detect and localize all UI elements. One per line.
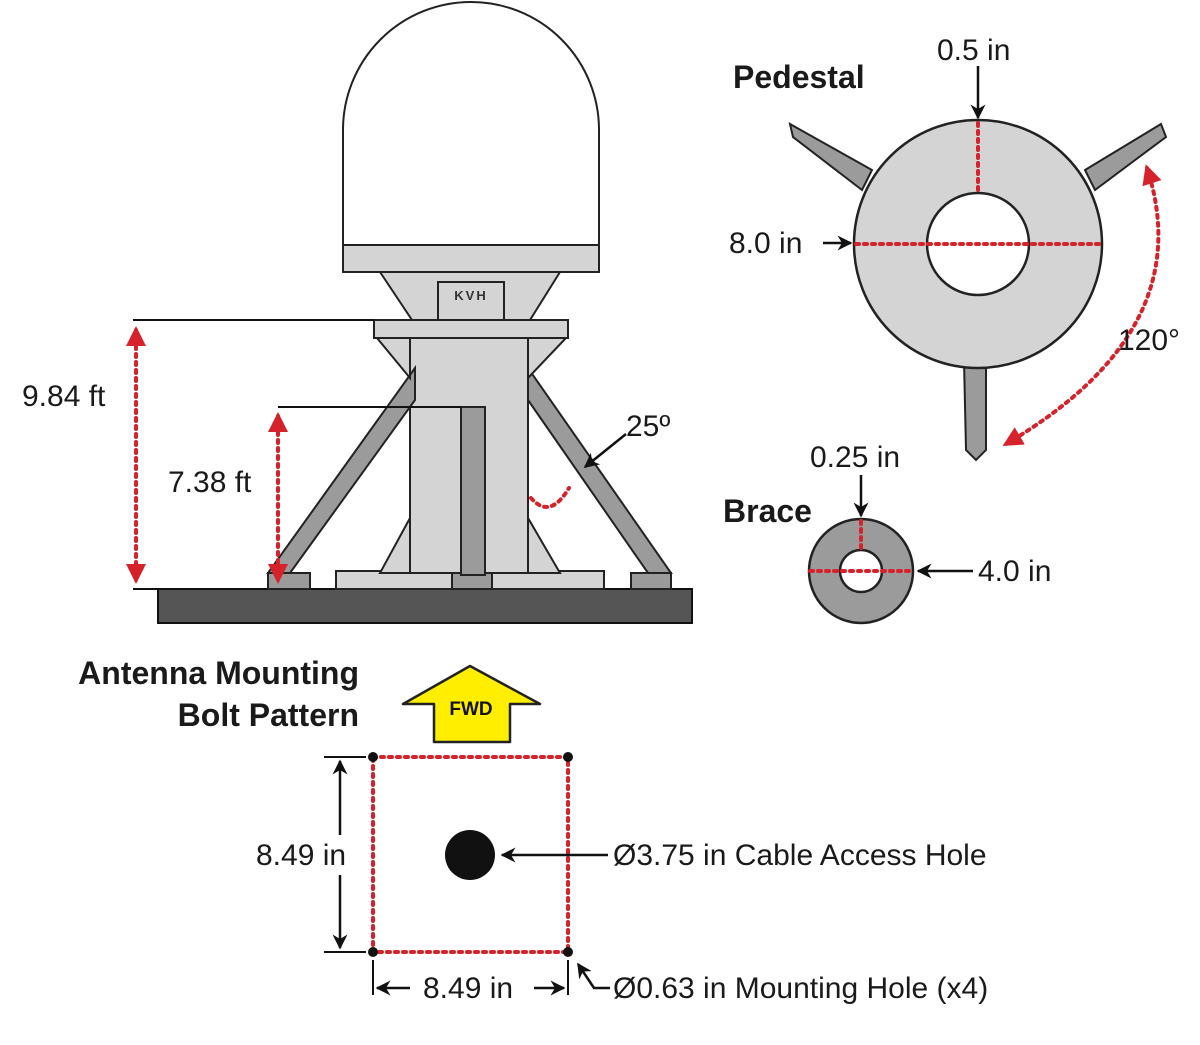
bolt-height-label-bg <box>250 835 362 875</box>
cable-access-hole <box>445 830 495 880</box>
pedestal-diameter-label: 8.0 in <box>729 227 802 260</box>
mounting-hole-bl <box>368 947 378 957</box>
pedestal-angle-arc <box>1002 164 1162 447</box>
height-brace-label: 7.38 ft <box>168 466 252 499</box>
pedestal-arm-right <box>1083 122 1168 192</box>
brace-angle-leader <box>583 433 627 468</box>
cable-hole-label: Ø3.75 in Cable Access Hole <box>613 839 987 872</box>
pedestal-gusset-left <box>378 517 411 574</box>
bolt-pattern: Antenna Mounting Bolt Pattern FWD 8.49 i… <box>78 655 988 1005</box>
pedestal-gusset-right <box>527 514 562 574</box>
right-brace-foot <box>630 572 672 590</box>
left-brace-foot <box>267 572 311 590</box>
mounting-hole-br <box>563 947 573 957</box>
mount-hole-label: Ø0.63 in Mounting Hole (x4) <box>613 972 988 1005</box>
radome-connector <box>437 281 505 321</box>
kvh-logo: KVH <box>454 288 487 303</box>
brace-diameter-label: 4.0 in <box>978 555 1051 588</box>
height-dimensions: 9.84 ft 7.38 ft <box>22 319 461 590</box>
upper-gusset-right <box>527 337 569 381</box>
brace-wall-label: 0.25 in <box>810 441 900 474</box>
bolt-title-line2: Bolt Pattern <box>178 697 359 733</box>
left-diagonal-brace <box>266 364 416 574</box>
height-total-label: 9.84 ft <box>22 380 106 413</box>
brace-angle: 25º <box>529 410 670 509</box>
pedestal-arm-bottom <box>962 359 987 462</box>
antenna-side-view: KVH <box>157 1 693 624</box>
pedestal-top-view: Pedestal 0.5 in 8.0 in 120° <box>729 34 1180 462</box>
radome-dome <box>342 1 600 246</box>
radome-band <box>342 244 600 273</box>
mount-hole-leader <box>576 962 610 990</box>
brace-top-view: Brace 0.25 in 4.0 in <box>723 441 1051 625</box>
center-vertical-brace <box>460 406 486 576</box>
brace-angle-arc <box>529 486 571 509</box>
mounting-hole-tr <box>563 752 573 762</box>
brace-angle-label: 25º <box>626 410 670 443</box>
pedestal-title: Pedestal <box>733 59 865 95</box>
top-flange <box>373 319 569 339</box>
bolt-height-label: 8.49 in <box>256 839 346 872</box>
pedestal-arm-left <box>788 122 874 192</box>
fwd-label: FWD <box>449 699 492 720</box>
bolt-title-line1: Antenna Mounting <box>78 655 359 691</box>
base-plate <box>157 588 693 624</box>
fwd-arrow-icon: FWD <box>401 664 542 744</box>
upper-gusset-left <box>374 337 411 381</box>
brace-title: Brace <box>723 493 812 529</box>
bolt-width-label: 8.49 in <box>423 972 513 1005</box>
pedestal-angle-label: 120° <box>1118 324 1180 357</box>
mounting-hole-tl <box>368 752 378 762</box>
pedestal-wall-label: 0.5 in <box>937 34 1010 67</box>
right-diagonal-brace <box>527 364 673 574</box>
